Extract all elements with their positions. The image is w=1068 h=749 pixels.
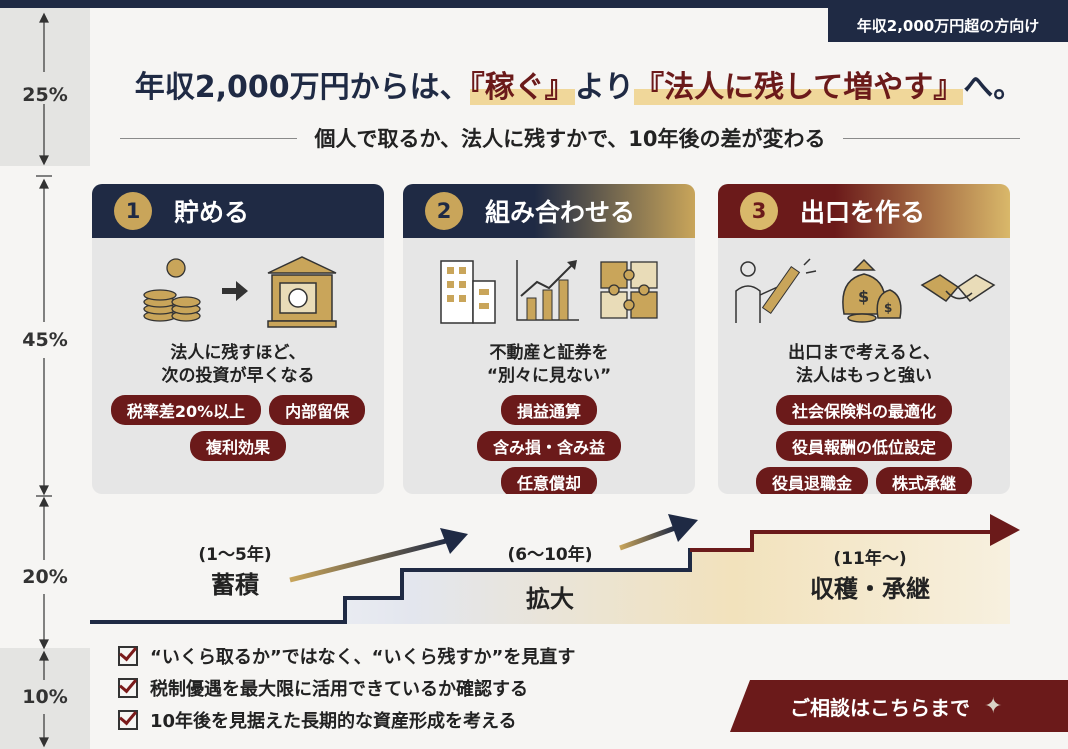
arrow-icon [222,281,248,301]
title-highlight-2: 『法人に残して増やす』 [634,70,964,105]
step-number: 3 [740,192,778,230]
page-title: 年収2,000万円からは、『稼ぐ』より『法人に残して増やす』へ。 [90,62,1068,106]
stage-period: (6〜10年) [507,545,593,565]
keyword-pill: 役員退職金 [755,467,868,494]
arrow-icon [289,537,451,583]
keyword-pills: 社会保険料の最適化 役員報酬の低位設定 役員退職金 株式承継 [718,395,1010,494]
puzzle-icon [600,261,658,319]
growth-staircase [90,514,1020,624]
subtitle-rule-right [843,137,1020,139]
keyword-pill: 任意償却 [500,467,597,494]
checkbox-icon [118,710,138,730]
presenter-icon [735,258,817,323]
ruler-label-timeline: 20% [22,566,68,588]
card-description: 出口まで考えると、 法人はもっと強い [718,342,1010,388]
ruler-band-bottom [0,648,90,749]
title-part-3: へ。 [963,70,1024,105]
ruler-arrows [36,12,52,748]
card-title: 組み合わせる [485,198,636,227]
ruler-label-bottom: 10% [22,686,68,708]
svg-text:$: $ [858,287,869,306]
stage-period: (11年〜) [833,549,907,569]
title-part-1: 年収2,000万円からは、 [134,70,470,105]
card-header: 1 貯める [92,184,384,238]
arrow-head-icon [990,514,1020,546]
audience-tag: 年収2,000万円超の方向け [828,8,1068,42]
stage-1: (1〜5年) 蓄積 [180,540,290,600]
card-header: 3 出口を作る [718,184,1010,238]
moneybag-icon: $ $ [842,258,902,323]
desc-line-1: 法人に残すほど、 [170,343,306,363]
svg-text:$: $ [884,301,892,315]
title-part-2: より [574,70,635,105]
step-card-3: 3 出口を作る $ $ 出口まで考えると、 法人はもっと強い 社会保険料の最適化… [718,184,1010,494]
top-bar [0,0,1068,8]
ruler-band-top [0,8,90,166]
subtitle-row: 個人で取るか、法人に残すかで、10年後の差が変わる [120,118,1020,158]
keyword-pill: 損益通算 [500,395,597,425]
keyword-pill: 含み損・含み益 [476,431,621,461]
keyword-pill: 税率差20%以上 [110,395,262,425]
stage-3: (11年〜) 収穫・承継 [790,544,950,604]
ruler-label-top: 25% [22,84,68,106]
stage-label: 蓄積 [211,571,259,599]
arrow-icon [619,525,676,551]
card-description: 不動産と証券を “別々に見ない” [403,342,695,388]
card-title: 出口を作る [800,198,926,227]
step-card-1: 1 貯める 法人に残すほど、 次の投資が早くなる 税率差20%以上 内部留保 複… [92,184,384,494]
desc-line-1: 出口まで考えると、 [788,343,940,363]
checklist-item: “いくら取るか”ではなく、“いくら残すか”を見直す [118,640,678,672]
desc-line-1: 不動産と証券を [489,343,609,363]
checklist-text: 10年後を見据えた長期的な資産形成を考える [150,711,517,732]
keyword-pill: 株式承継 [876,467,973,494]
stage-label: 収穫・承継 [810,575,930,603]
keyword-pills: 損益通算 含み損・含み益 任意償却 [403,395,695,494]
subtitle: 個人で取るか、法人に残すかで、10年後の差が変わる [314,127,826,151]
ruler-label-cards: 45% [22,329,68,351]
checklist-item: 10年後を見据えた長期的な資産形成を考える [118,704,678,736]
card-icons [92,246,384,336]
card-description: 法人に残すほど、 次の投資が早くなる [92,342,384,388]
stage-2: (6〜10年) 拡大 [480,540,620,614]
checkbox-icon [118,646,138,666]
step-card-2: 2 組み合わせる 不動産と証券を “別々に見ない” 損益通算 含み損・含み益 任… [403,184,695,494]
desc-line-2: “別々に見ない” [486,366,612,386]
keyword-pill: 複利効果 [189,431,286,461]
keyword-pills: 税率差20%以上 内部留保 複利効果 [92,395,384,461]
step-number: 1 [114,192,152,230]
subtitle-rule-left [120,137,297,139]
section-ruler: 25% 45% 20% 10% [0,0,90,749]
keyword-pill: 社会保険料の最適化 [775,395,952,425]
vault-icon [267,256,337,328]
contact-button[interactable]: ご相談はこちらまで ✦ [730,680,1068,732]
checklist-item: 税制優遇を最大限に活用できているか確認する [118,672,678,704]
card-icons [403,246,695,336]
card-icons: $ $ [718,246,1010,336]
checklist-text: “いくら取るか”ではなく、“いくら残すか”を見直す [150,647,576,668]
handshake-icon [920,274,996,302]
building-icon [440,260,496,324]
desc-line-2: 法人はもっと強い [796,366,932,386]
title-highlight-1: 『稼ぐ』 [469,70,575,105]
step-number: 2 [425,192,463,230]
keyword-pill: 役員報酬の低位設定 [775,431,952,461]
sparkle-icon: ✦ [984,693,1003,719]
checklist-text: 税制優遇を最大限に活用できているか確認する [150,679,528,700]
card-title: 貯める [174,198,250,227]
stage-label: 拡大 [526,585,574,613]
contact-button-label: ご相談はこちらまで [790,695,970,720]
card-header: 2 組み合わせる [403,184,695,238]
stage-period: (1〜5年) [198,545,272,565]
desc-line-2: 次の投資が早くなる [161,366,315,386]
coins-icon [143,258,201,322]
chart-icon [516,260,579,321]
keyword-pill: 内部留保 [269,395,366,425]
checkbox-icon [118,678,138,698]
